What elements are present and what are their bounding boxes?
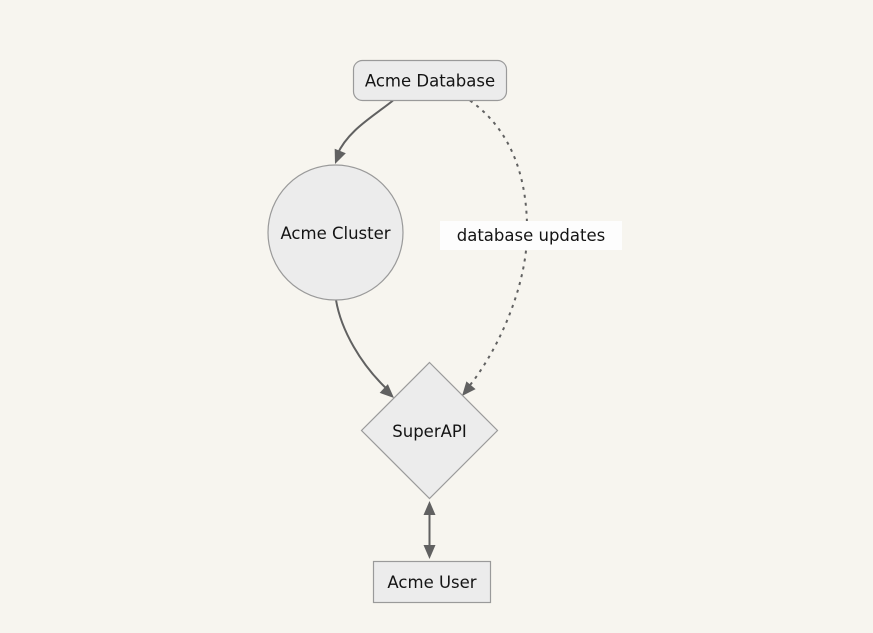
- edge-label: database updates: [457, 226, 605, 245]
- edge-label-bg: [440, 221, 622, 250]
- edge-cluster-to-superapi: [335, 299, 394, 398]
- node-acme-cluster-shape: [267, 164, 404, 301]
- edge-superapi-to-user: [423, 501, 436, 559]
- node-superapi: SuperAPI: [360, 361, 499, 500]
- arrowhead-icon: [334, 148, 346, 164]
- node-acme-user-shape: [372, 560, 492, 604]
- node-superapi-shape: [360, 361, 499, 500]
- edge-database-to-cluster: [334, 99, 394, 164]
- node-acme-database-label: Acme Database: [365, 72, 495, 91]
- edge-database-to-cluster-path: [336, 99, 394, 156]
- arrowhead-icon: [462, 381, 476, 396]
- node-acme-user-label: Acme User: [387, 573, 476, 592]
- node-acme-user: Acme User: [372, 560, 492, 604]
- node-acme-cluster: Acme Cluster: [267, 164, 404, 301]
- arrowhead-icon: [423, 545, 436, 559]
- node-acme-database: Acme Database: [352, 59, 508, 102]
- node-superapi-label: SuperAPI: [392, 422, 466, 441]
- edge-database-to-superapi: [462, 99, 529, 396]
- node-acme-database-shape: [352, 59, 508, 102]
- arrowhead-icon: [423, 501, 436, 515]
- edge-cluster-to-superapi-path: [335, 299, 389, 391]
- node-acme-cluster-label: Acme Cluster: [280, 224, 390, 243]
- edge-label-database-updates: database updates: [440, 221, 622, 250]
- arrowhead-icon: [379, 384, 394, 398]
